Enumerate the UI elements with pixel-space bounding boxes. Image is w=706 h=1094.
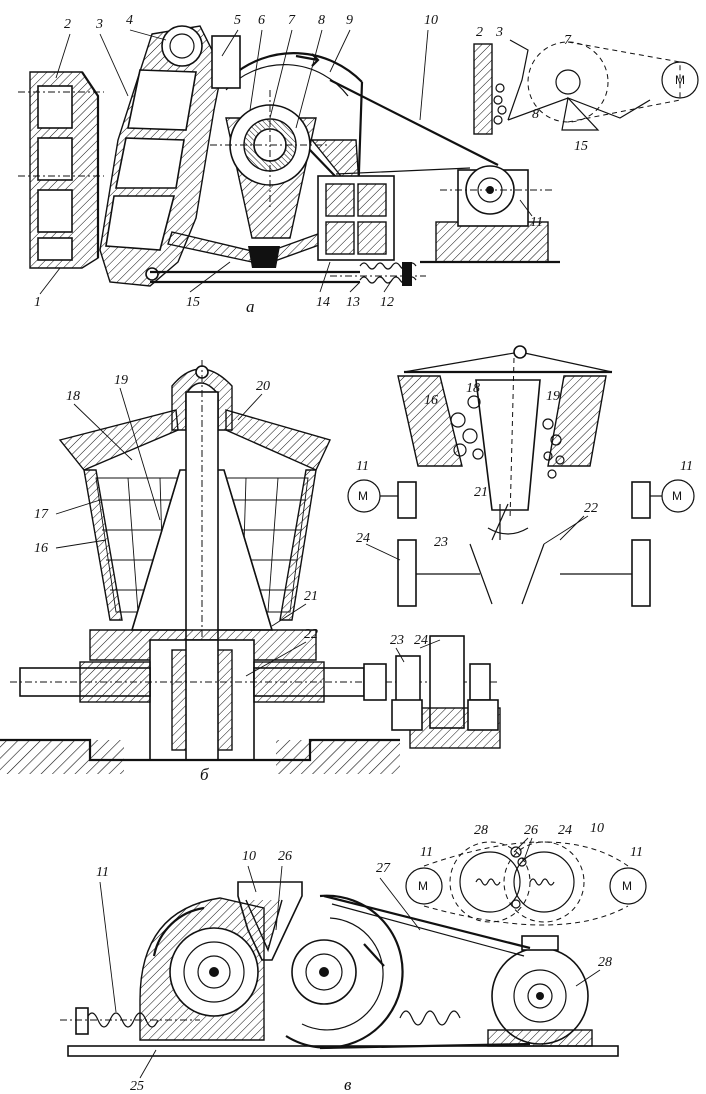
svg-text:28: 28 (598, 955, 612, 970)
svg-text:4: 4 (126, 13, 133, 28)
svg-text:2: 2 (64, 17, 71, 32)
svg-text:3: 3 (495, 25, 503, 40)
svg-text:2: 2 (476, 25, 483, 40)
svg-text:21: 21 (304, 589, 318, 604)
panel-a-inset: M 2 3 7 8 15 (473, 25, 699, 154)
svg-text:6: 6 (258, 13, 265, 28)
svg-text:8: 8 (318, 13, 325, 28)
panel-a-jaw-crusher: 2 3 4 5 6 7 8 9 10 11 1 15 14 13 12 а (18, 13, 699, 316)
svg-text:23: 23 (390, 633, 404, 648)
svg-text:15: 15 (186, 295, 200, 310)
tension-rod (150, 175, 426, 286)
svg-text:б: б (200, 765, 209, 784)
svg-text:23: 23 (434, 535, 448, 550)
svg-text:18: 18 (66, 389, 80, 404)
svg-text:3: 3 (95, 17, 103, 32)
svg-text:M: M (672, 489, 682, 503)
svg-text:22: 22 (304, 627, 318, 642)
panel-b-inset-drive: M M 11 11 21 22 23 24 (347, 459, 695, 607)
svg-text:25: 25 (130, 1079, 144, 1094)
belt-10 (329, 79, 499, 166)
svg-text:8: 8 (532, 107, 539, 122)
svg-text:M: M (622, 879, 632, 893)
svg-text:15: 15 (574, 139, 588, 154)
pitman (210, 90, 330, 239)
svg-text:27: 27 (376, 861, 391, 876)
svg-text:26: 26 (524, 823, 538, 838)
svg-text:M: M (675, 73, 685, 87)
svg-text:20: 20 (256, 379, 270, 394)
svg-text:11: 11 (420, 845, 433, 860)
svg-text:19: 19 (546, 389, 560, 404)
svg-text:в: в (344, 1075, 352, 1094)
svg-text:M: M (358, 489, 368, 503)
svg-text:13: 13 (346, 295, 360, 310)
svg-text:10: 10 (242, 849, 256, 864)
svg-text:24: 24 (414, 633, 428, 648)
motor-11 (420, 165, 560, 264)
svg-text:16: 16 (34, 541, 48, 556)
svg-text:24: 24 (558, 823, 572, 838)
panel-a-labels: 2 3 4 5 6 7 8 9 10 11 1 15 14 13 12 а (34, 13, 543, 316)
svg-text:9: 9 (346, 13, 353, 28)
panel-b-cone-crusher: 18 19 20 17 16 21 22 23 24 б (0, 345, 695, 784)
svg-text:10: 10 (590, 821, 604, 836)
svg-text:18: 18 (466, 381, 480, 396)
svg-text:5: 5 (234, 13, 241, 28)
svg-text:10: 10 (424, 13, 438, 28)
svg-text:14: 14 (316, 295, 330, 310)
svg-text:24: 24 (356, 531, 370, 546)
svg-text:11: 11 (530, 215, 543, 230)
svg-text:M: M (418, 879, 428, 893)
svg-text:1: 1 (34, 295, 41, 310)
svg-text:22: 22 (584, 501, 598, 516)
svg-text:11: 11 (96, 865, 109, 880)
fixed-jaw-frame (18, 71, 104, 269)
svg-text:7: 7 (288, 13, 296, 28)
svg-text:26: 26 (278, 849, 292, 864)
svg-text:16: 16 (424, 393, 438, 408)
svg-text:17: 17 (34, 507, 49, 522)
movable-jaw (99, 25, 223, 287)
svg-text:19: 19 (114, 373, 128, 388)
svg-text:28: 28 (474, 823, 488, 838)
svg-text:11: 11 (630, 845, 643, 860)
svg-text:11: 11 (680, 459, 693, 474)
svg-text:12: 12 (380, 295, 394, 310)
panel-v-inset: M M 11 28 26 24 10 11 (405, 821, 647, 926)
svg-text:7: 7 (564, 33, 572, 48)
panel-b-inset-top: 16 18 19 (397, 345, 613, 535)
svg-text:а: а (246, 297, 255, 316)
svg-text:21: 21 (474, 485, 488, 500)
panel-v-roll-crusher: 11 10 26 27 28 25 в M M 11 (60, 821, 647, 1094)
svg-text:11: 11 (356, 459, 369, 474)
